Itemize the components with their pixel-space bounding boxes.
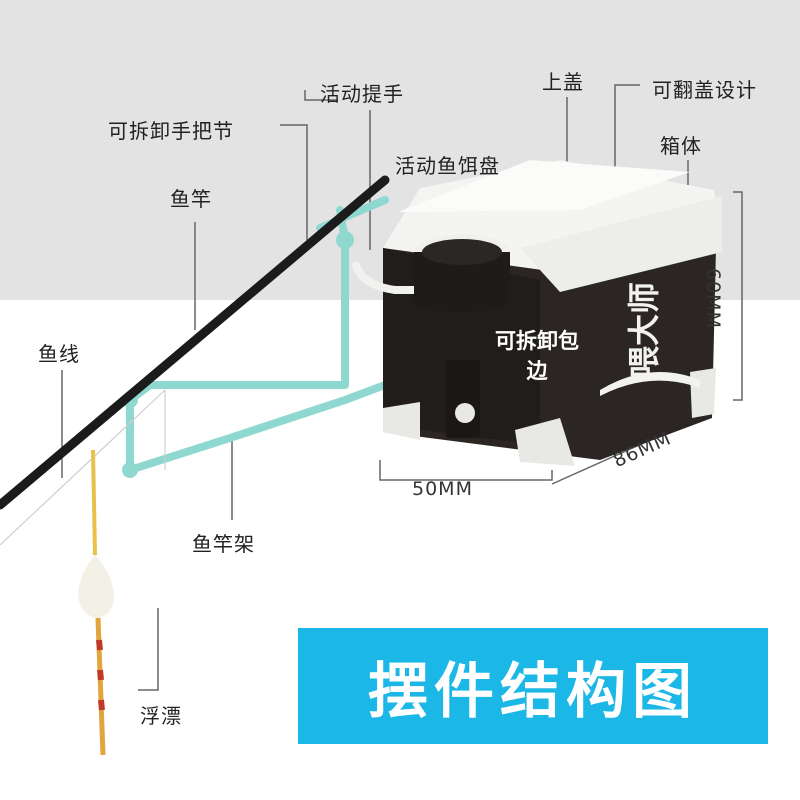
tackle-box: 喂大师	[351, 160, 722, 466]
label-bait-tray: 活动鱼饵盘	[395, 154, 500, 178]
corner-bumper	[515, 418, 575, 466]
box-lid-top	[398, 160, 690, 212]
rod-holder-joint	[122, 462, 138, 478]
bait-tray-rim	[422, 239, 502, 265]
fishing-rod	[0, 175, 390, 510]
float-stem-band	[96, 639, 103, 651]
fishing-line-string	[0, 389, 166, 546]
brand-logo: 喂大师	[625, 282, 663, 378]
box-lock	[446, 360, 480, 438]
label-handle-joint: 可拆卸手把节	[108, 119, 234, 143]
float-body	[78, 555, 115, 618]
label-edge-wrap: 可拆卸包边	[495, 329, 579, 383]
dimension-height: 60MM	[702, 268, 724, 329]
fishing-float	[78, 449, 115, 756]
logo-swoosh	[600, 372, 700, 396]
box-lock-knob	[455, 403, 475, 423]
rod-holder-joint	[336, 231, 354, 249]
title-banner: 摆件结构图	[298, 628, 768, 744]
label-rod-holder: 鱼竿架	[192, 532, 255, 556]
dimension-width: 50MM	[412, 478, 473, 500]
corner-bumper	[690, 368, 716, 418]
carry-handle	[351, 260, 425, 294]
label-float: 浮漂	[140, 704, 182, 728]
float-stem-band	[97, 669, 104, 681]
label-flip-cover: 可翻盖设计	[652, 78, 757, 102]
banner-title: 摆件结构图	[368, 656, 698, 727]
float-antenna	[91, 449, 97, 556]
label-box-body: 箱体	[660, 134, 702, 158]
corner-bumper	[383, 402, 420, 440]
bait-tray-bottom	[414, 288, 510, 312]
label-fishing-line: 鱼线	[38, 342, 80, 366]
label-movable-handle: 活动提手	[320, 82, 404, 106]
box-lid-front	[520, 196, 722, 292]
label-rod: 鱼竿	[170, 187, 212, 211]
label-top-cover: 上盖	[542, 70, 584, 94]
float-stem-band	[98, 699, 105, 711]
